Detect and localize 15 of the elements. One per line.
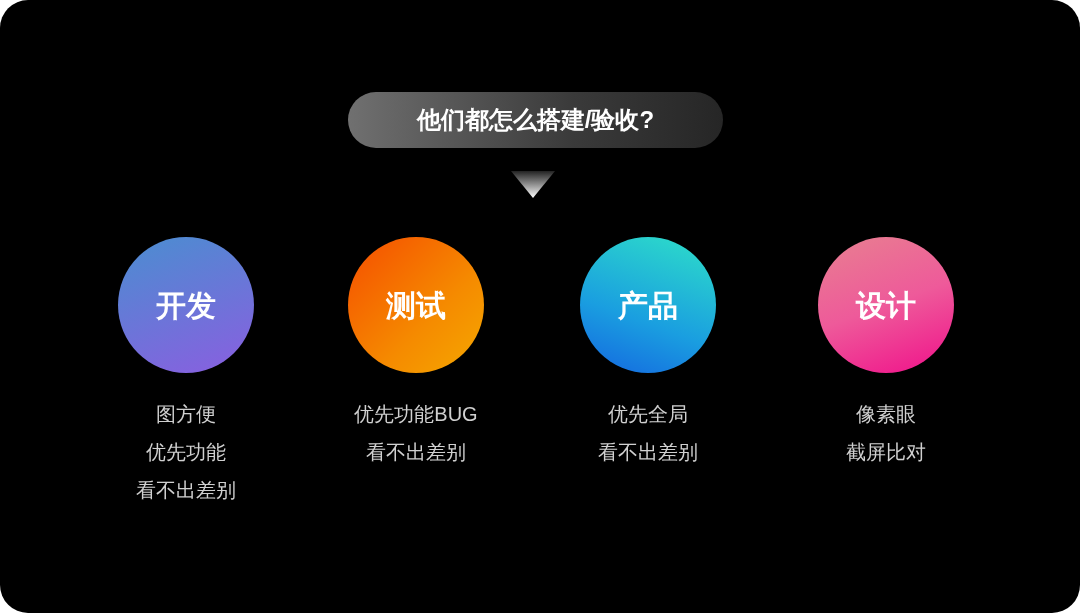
role-label: 设计	[856, 287, 916, 324]
title-text: 他们都怎么搭建/验收?	[416, 105, 655, 135]
caption-text: 看不出差别	[136, 478, 236, 503]
caption-text: 看不出差别	[366, 440, 466, 465]
caption-text: 图方便	[156, 402, 216, 427]
role-label: 测试	[386, 287, 446, 324]
caption-text: 像素眼	[856, 402, 916, 427]
role-label: 开发	[156, 287, 216, 324]
caption-text: 优先全局	[608, 402, 688, 427]
caption-text: 优先功能	[146, 440, 226, 465]
title-pill	[348, 92, 723, 148]
caption-text: 截屏比对	[846, 440, 926, 465]
role-label: 产品	[618, 287, 678, 324]
caption-text: 看不出差别	[598, 440, 698, 465]
caption-text: 优先功能BUG	[354, 402, 478, 427]
